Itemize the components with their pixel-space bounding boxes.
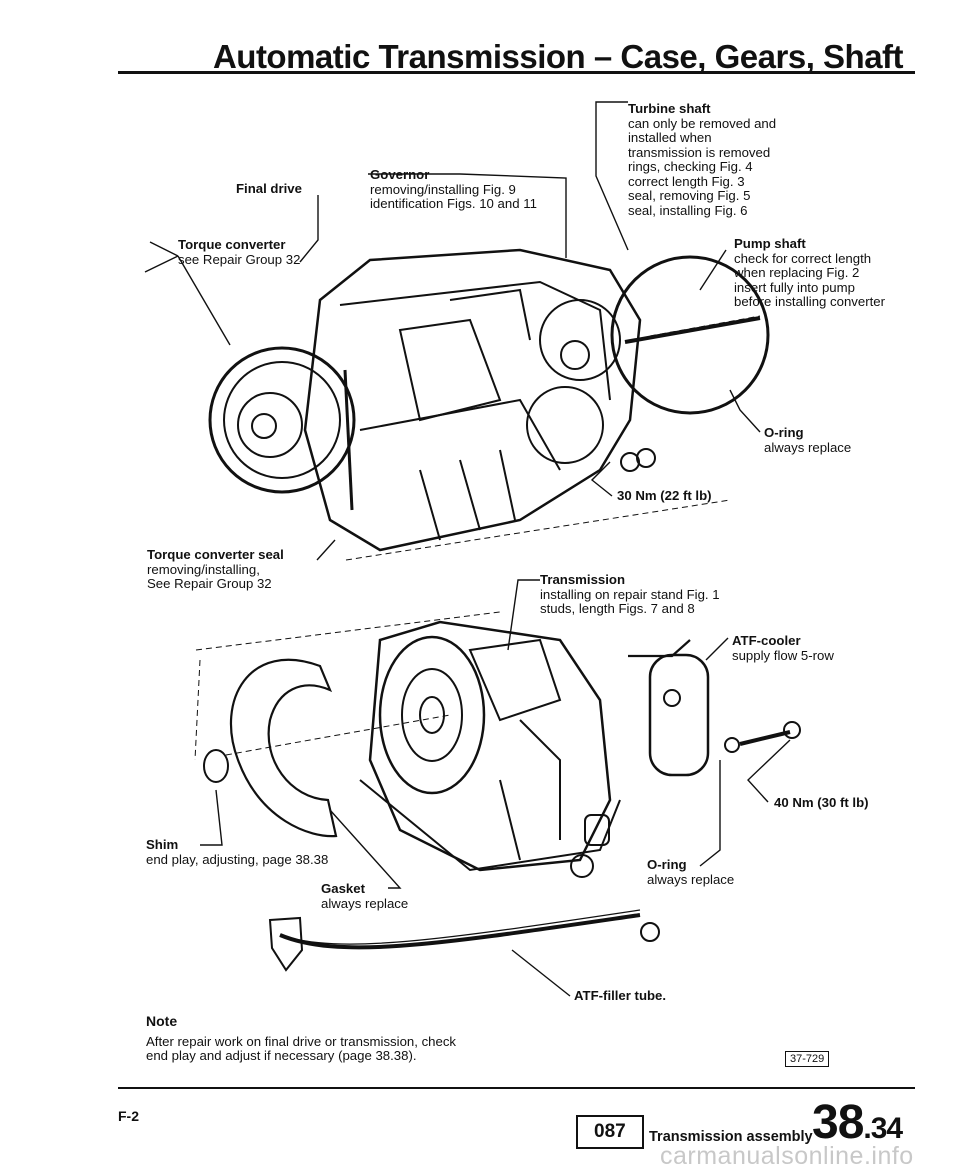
label-final-drive: Final drive xyxy=(236,181,302,197)
label-atf-cooler: ATF-cooler supply flow 5-row xyxy=(732,633,834,663)
atf-filler-title: ATF-filler tube. xyxy=(574,988,667,1003)
turbine-shaft-line: installed when xyxy=(628,130,712,145)
pump-shaft-line: check for correct length xyxy=(734,250,872,266)
label-torque-30: 30 Nm (22 ft lb) xyxy=(617,488,712,504)
page-number-main: 38 xyxy=(812,1096,864,1149)
label-pump-shaft: Pump shaft check for correct length when… xyxy=(734,236,886,310)
label-atf-filler-tube: ATF-filler tube. xyxy=(574,988,667,1004)
label-turbine-shaft: Turbine shaft can only be removed and in… xyxy=(628,101,777,218)
note-block: Note After repair work on final drive or… xyxy=(146,1014,456,1064)
pump-shaft-line: before installing converter xyxy=(734,294,886,309)
governor-line: identification Figs. 10 and 11 xyxy=(370,196,537,211)
watermark-text: carmanualsonline.info xyxy=(660,1142,914,1170)
governor-line: removing/installing Fig. 9 xyxy=(370,181,516,197)
label-torque-converter: Torque converter see Repair Group 32 xyxy=(178,237,301,267)
oring-top-title: O-ring xyxy=(764,425,804,440)
gasket-line: always replace xyxy=(321,895,409,911)
turbine-shaft-line: correct length Fig. 3 xyxy=(628,173,745,189)
oring-bottom-title: O-ring xyxy=(647,857,687,872)
torque-converter-seal-line: removing/installing, xyxy=(147,561,260,577)
oring-bottom-line: always replace xyxy=(647,871,735,887)
page-number-sub: .34 xyxy=(863,1112,903,1145)
label-governor: Governor removing/installing Fig. 9 iden… xyxy=(370,167,537,212)
pump-shaft-line: insert fully into pump xyxy=(734,279,855,295)
turbine-shaft-line: transmission is removed xyxy=(628,144,771,160)
label-torque-converter-seal: Torque converter seal removing/installin… xyxy=(147,547,284,592)
footer-rule xyxy=(118,1087,915,1089)
governor-title: Governor xyxy=(370,167,430,182)
atf-cooler-line: supply flow 5-row xyxy=(732,647,834,663)
turbine-shaft-line: seal, removing Fig. 5 xyxy=(628,188,751,203)
footer-page-number: 38.34 xyxy=(812,1095,903,1150)
shim-title: Shim xyxy=(146,837,179,852)
turbine-shaft-line: rings, checking Fig. 4 xyxy=(628,159,753,174)
upper-transmission-assembly xyxy=(208,248,770,552)
pump-shaft-line: when replacing Fig. 2 xyxy=(734,265,860,280)
atf-cooler-title: ATF-cooler xyxy=(732,633,801,648)
transmission-line: installing on repair stand Fig. 1 xyxy=(540,586,720,602)
label-oring-top: O-ring always replace xyxy=(764,425,852,455)
footer-section-code: F-2 xyxy=(118,1108,139,1124)
label-gasket: Gasket always replace xyxy=(321,881,409,911)
label-transmission: Transmission installing on repair stand … xyxy=(540,572,720,617)
lower-transmission-assembly xyxy=(203,620,801,972)
note-line: end play and adjust if necessary (page 3… xyxy=(146,1048,417,1063)
header-rule xyxy=(118,71,915,74)
transmission-title: Transmission xyxy=(540,572,626,587)
figure-id: 37-729 xyxy=(785,1051,830,1067)
turbine-shaft-title: Turbine shaft xyxy=(628,101,711,116)
page-title: Automatic Transmission – Case, Gears, Sh… xyxy=(212,38,904,75)
note-line: After repair work on final drive or tran… xyxy=(146,1033,457,1049)
turbine-shaft-line: seal, installing Fig. 6 xyxy=(628,202,748,218)
pump-shaft-title: Pump shaft xyxy=(734,236,806,251)
torque-40-title: 40 Nm (30 ft lb) xyxy=(774,795,869,810)
shim-line: end play, adjusting, page 38.38 xyxy=(146,851,329,867)
gasket-title: Gasket xyxy=(321,881,365,896)
oring-top-line: always replace xyxy=(764,439,852,455)
final-drive-title: Final drive xyxy=(236,181,302,196)
label-shim: Shim end play, adjusting, page 38.38 xyxy=(146,837,329,867)
torque-converter-seal-line: See Repair Group 32 xyxy=(147,576,272,591)
torque-converter-line: see Repair Group 32 xyxy=(178,251,301,267)
note-title: Note xyxy=(146,1013,178,1029)
turbine-shaft-line: can only be removed and xyxy=(628,115,777,131)
label-oring-bottom: O-ring always replace xyxy=(647,857,735,887)
footer-section-title: Transmission assembly xyxy=(649,1129,813,1145)
alignment-lines xyxy=(194,315,761,761)
leader-lines-upper xyxy=(144,101,791,997)
torque-converter-seal-title: Torque converter seal xyxy=(147,547,284,562)
torque-30-title: 30 Nm (22 ft lb) xyxy=(617,488,712,503)
torque-converter-title: Torque converter xyxy=(178,237,286,252)
label-torque-40: 40 Nm (30 ft lb) xyxy=(774,795,869,811)
transmission-line: studs, length Figs. 7 and 8 xyxy=(540,601,695,616)
footer-page-box: 087 xyxy=(576,1115,644,1149)
